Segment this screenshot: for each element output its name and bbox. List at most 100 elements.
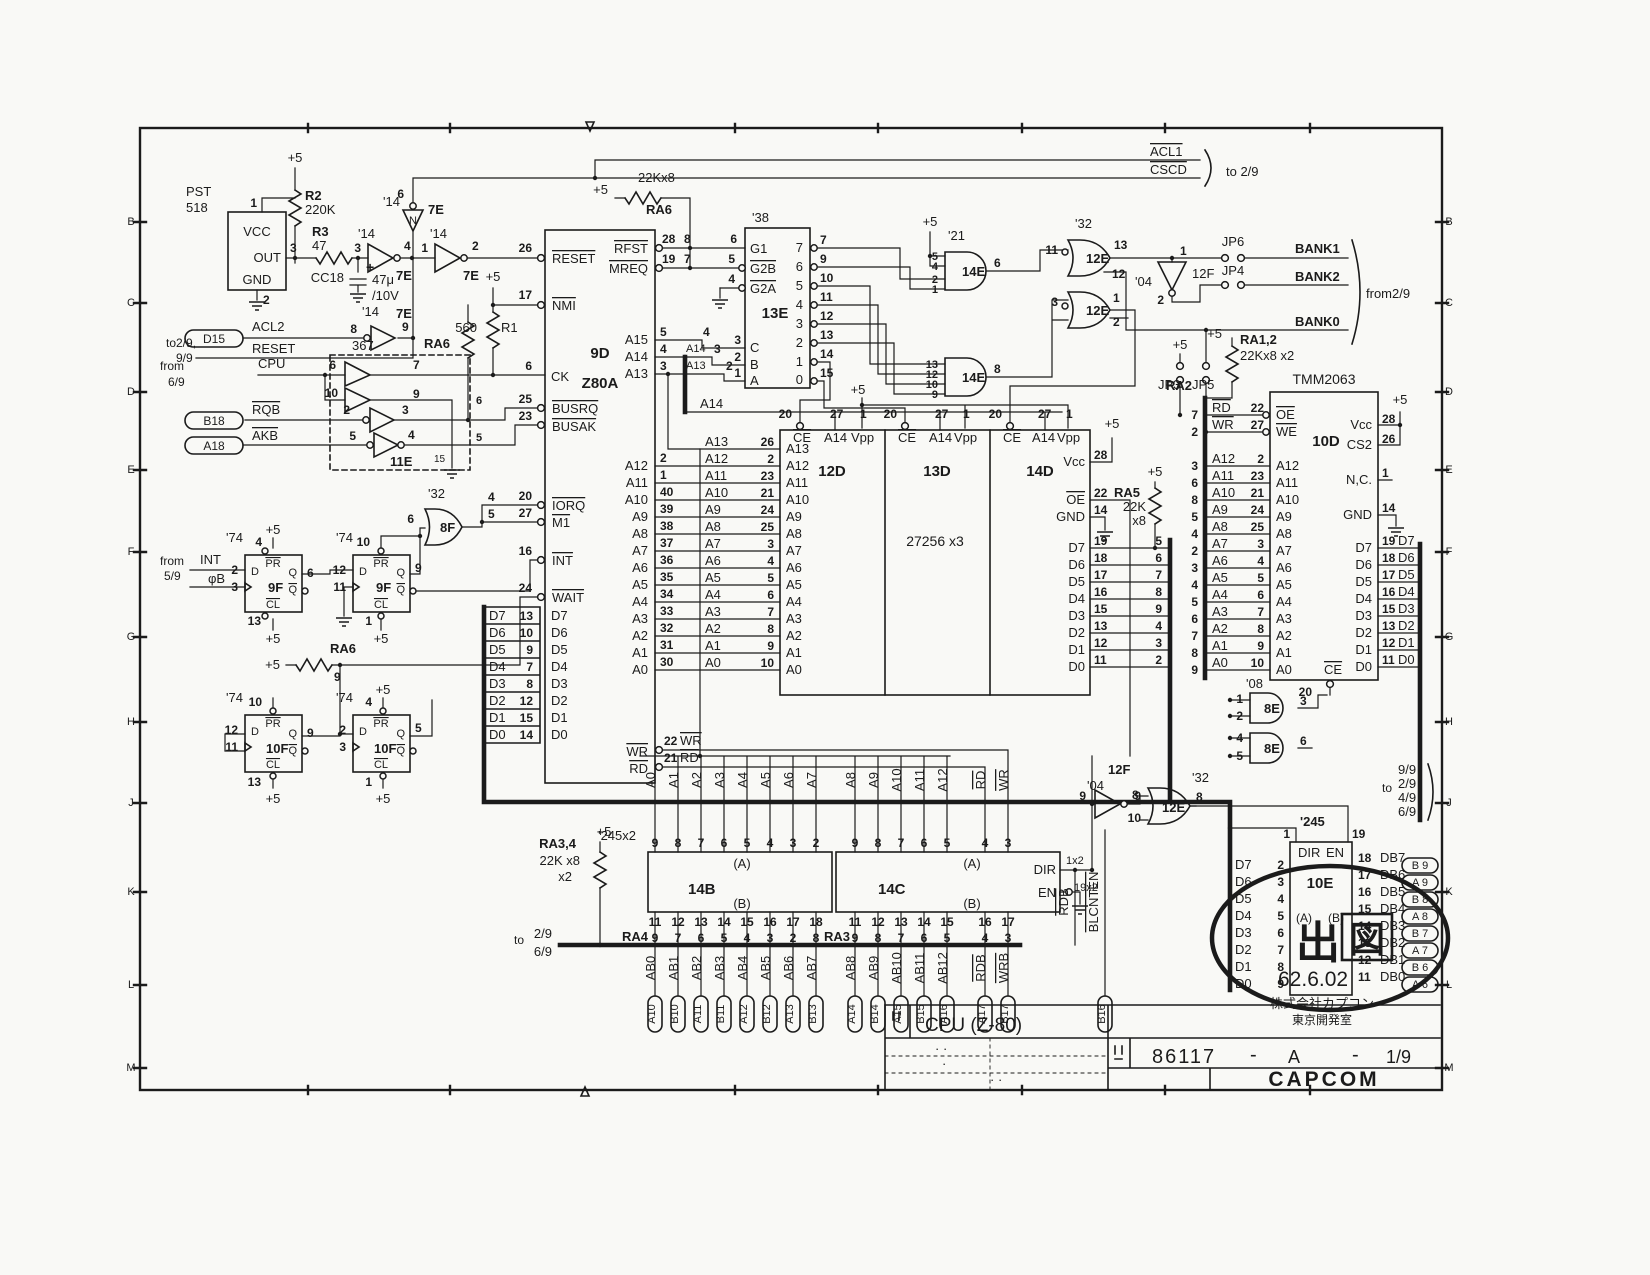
label: A11 xyxy=(705,468,727,483)
label: 4 xyxy=(767,554,774,568)
label: '14 xyxy=(430,226,447,241)
pin-bubbles xyxy=(261,202,1335,896)
label: 22K xyxy=(1123,499,1146,514)
label: 3 xyxy=(1300,694,1307,708)
label: 2 xyxy=(1157,293,1164,307)
label: 13 xyxy=(1114,238,1128,252)
label: D7 xyxy=(1355,540,1372,555)
stamp-mark-2: 図 xyxy=(1349,919,1385,960)
label: 6 xyxy=(407,512,414,526)
label: 20 xyxy=(989,407,1003,421)
label: A 6 xyxy=(1412,979,1428,991)
inverter-7e-n xyxy=(401,209,425,233)
label: 19x2 xyxy=(1074,882,1098,894)
label: D15 xyxy=(203,332,225,346)
label: K xyxy=(127,886,135,898)
label: 4 xyxy=(1277,892,1284,906)
label: 22 xyxy=(1094,486,1108,500)
label: D7 xyxy=(1235,857,1252,872)
label: BANK0 xyxy=(1295,314,1340,329)
label: +5 xyxy=(597,824,612,839)
label: 4 xyxy=(703,325,710,339)
label: Vpp xyxy=(851,430,874,445)
label: CL xyxy=(374,759,388,771)
label: AB4 xyxy=(735,956,750,981)
label: 9 xyxy=(307,726,314,740)
label: A3 xyxy=(705,604,721,619)
label: 20 xyxy=(884,407,898,421)
label: WR xyxy=(1212,417,1234,432)
label: 12 xyxy=(1112,267,1126,281)
label: 11 xyxy=(1094,653,1107,667)
buffer-367-2 xyxy=(344,386,372,414)
label: JP5 xyxy=(1192,377,1214,392)
label: D5 xyxy=(551,642,568,657)
label: 3 xyxy=(767,537,774,551)
label: 3 xyxy=(660,359,667,373)
label: Q xyxy=(396,728,405,740)
label: RFST xyxy=(614,241,648,256)
label: 6 xyxy=(476,395,482,407)
label: R1 xyxy=(501,320,518,335)
label: AB2 xyxy=(689,956,704,981)
label: RD xyxy=(1212,400,1231,415)
label: 1 xyxy=(1382,466,1389,480)
sheet-title: CPU (Z-80) xyxy=(925,1015,1022,1036)
label: A5 xyxy=(632,577,648,592)
label: D6 xyxy=(489,625,506,640)
label: 1/9 xyxy=(1386,1047,1411,1067)
label: 5 xyxy=(744,836,751,850)
label: D4 xyxy=(1235,908,1252,923)
label: 6 xyxy=(307,566,314,580)
label: 9 xyxy=(402,320,409,334)
resistor-ra6-2 xyxy=(460,320,476,360)
label: G2A xyxy=(750,281,776,296)
label: 7 xyxy=(1155,568,1162,582)
logic-gates xyxy=(244,209,1284,825)
label: 12E xyxy=(1086,303,1109,318)
clock-triangle-9f2 xyxy=(352,581,361,593)
label: A10 xyxy=(889,768,904,791)
label: RD xyxy=(973,771,988,790)
label: A1 xyxy=(632,645,648,660)
label: Q xyxy=(396,567,405,579)
label: CPU xyxy=(258,356,285,371)
label: 12 xyxy=(333,563,347,577)
label: 38 xyxy=(660,519,674,533)
label: 6/9 xyxy=(534,944,552,959)
label: A 8 xyxy=(1412,911,1428,923)
label: 4 xyxy=(796,297,803,312)
label: D5 xyxy=(1355,574,1372,589)
label: '74 xyxy=(336,530,353,545)
label: +5 xyxy=(288,150,303,165)
label: AB0 xyxy=(643,956,658,981)
label: 12D xyxy=(818,463,846,480)
label: 9 xyxy=(1191,663,1198,677)
label: AB11 xyxy=(912,953,927,984)
label: F xyxy=(1446,546,1453,558)
label: A7 xyxy=(705,536,721,551)
label: D2 xyxy=(1068,625,1085,640)
label: 3 xyxy=(1191,561,1198,575)
label: A8 xyxy=(843,772,858,788)
label: 6 xyxy=(721,836,728,850)
label: A6 xyxy=(632,560,648,575)
label: 8 xyxy=(1257,622,1264,636)
label: Q xyxy=(288,745,297,757)
label: 10E xyxy=(1307,875,1334,892)
label: AB12 xyxy=(935,952,950,984)
label: RESET xyxy=(552,251,595,266)
label: Q xyxy=(396,584,405,596)
label: A18 xyxy=(203,439,225,453)
label: 5/9 xyxy=(164,569,181,583)
label: 9 xyxy=(334,670,341,684)
label: 27256 x3 xyxy=(906,533,964,549)
label: 9F xyxy=(268,580,283,595)
label: A13 xyxy=(686,360,706,372)
label: 35 xyxy=(660,570,674,584)
label: B xyxy=(1445,216,1452,228)
resistor-r2 xyxy=(287,188,303,228)
jumpers xyxy=(1175,253,1246,385)
label: 5 xyxy=(796,278,803,293)
label: AB9 xyxy=(866,956,881,981)
